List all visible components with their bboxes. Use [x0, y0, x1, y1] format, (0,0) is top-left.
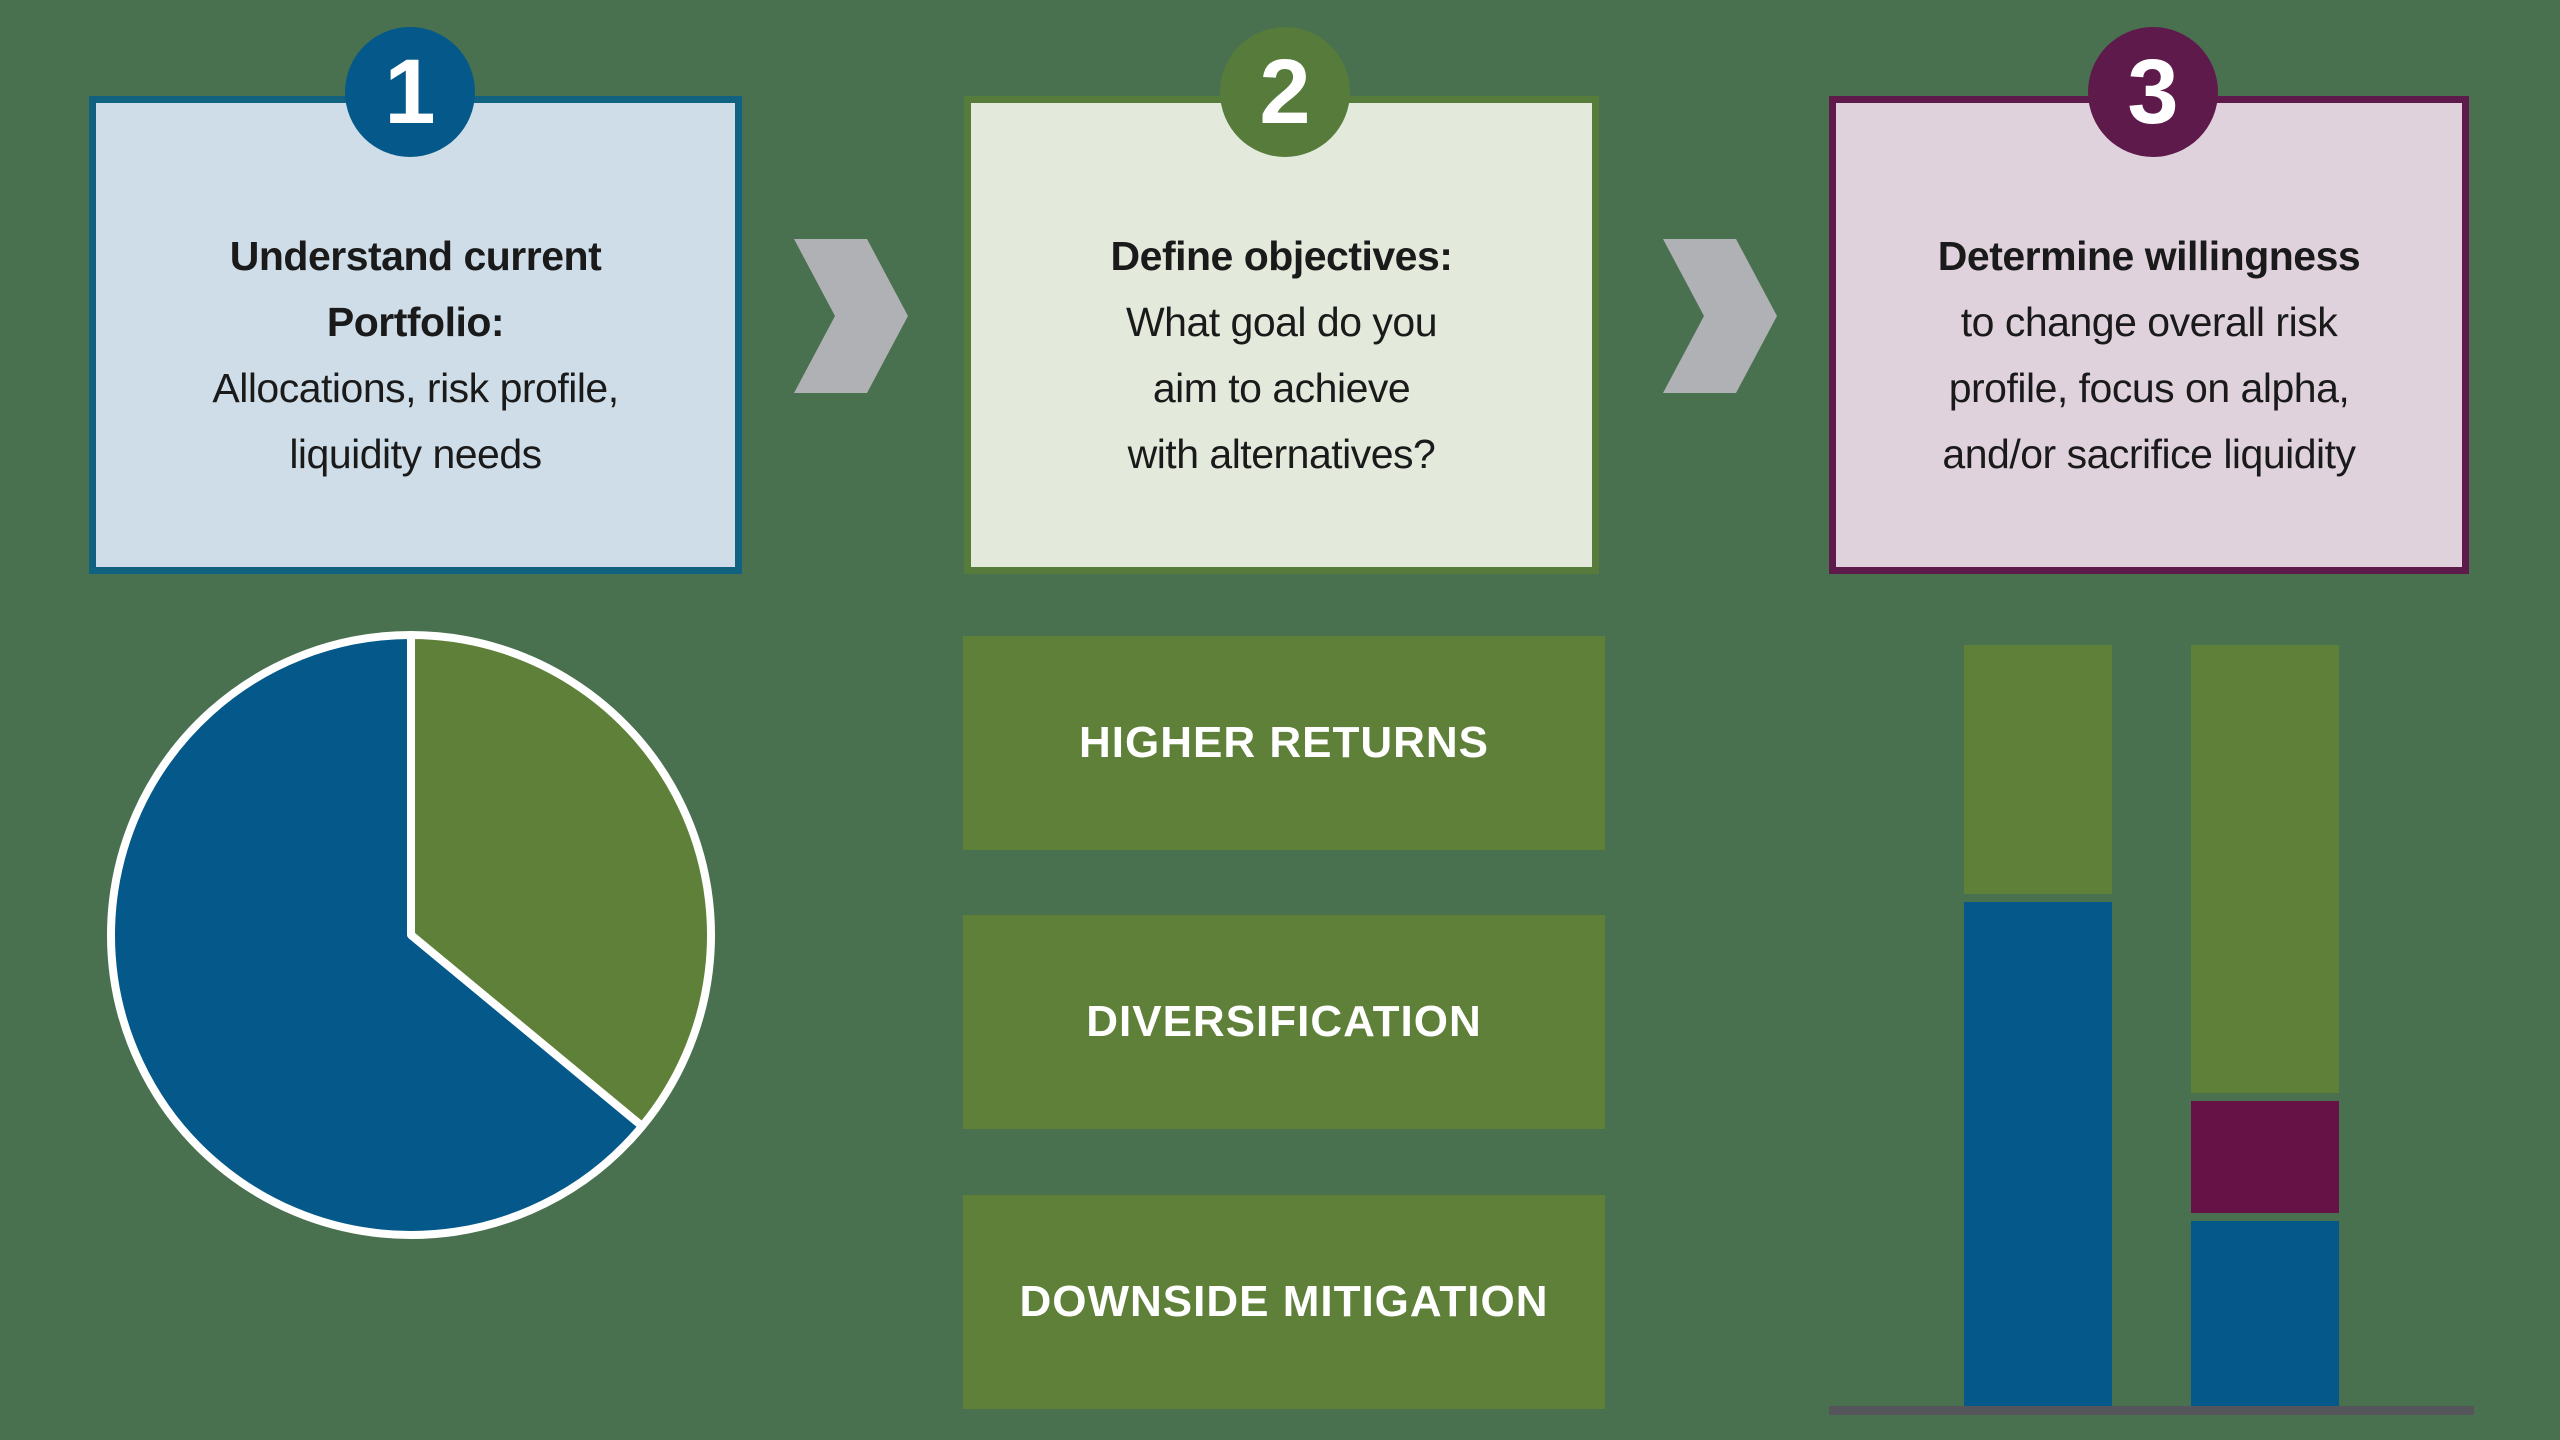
- step-2-title-line: Define objectives:: [1110, 233, 1453, 279]
- objective-label: HIGHER RETURNS: [1078, 718, 1490, 767]
- objective-diversification: DIVERSIFICATION: [963, 915, 1605, 1129]
- step-2-body-line-3: with alternatives?: [1127, 431, 1436, 477]
- portfolio-pie-chart: [95, 619, 727, 1251]
- step-1-title-line-1: Understand current: [229, 233, 602, 279]
- step-2-card: Define objectives: What goal do you aim …: [964, 96, 1599, 574]
- bar-segment-green: [2191, 645, 2339, 1094]
- step-2-body-line-2: aim to achieve: [1152, 365, 1411, 411]
- step-3-title-line: Determine willingness: [1937, 233, 2361, 279]
- step-1-body-line-2: liquidity needs: [289, 431, 542, 477]
- objective-downside-mitigation: DOWNSIDE MITIGATION: [963, 1195, 1605, 1409]
- step-1-number: 1: [384, 40, 436, 143]
- step-1-number-badge: 1: [345, 27, 475, 157]
- step-3-body-line-2: profile, focus on alpha,: [1948, 365, 2350, 411]
- bar-segment-green: [1964, 645, 2112, 895]
- stacked-bar-with-alternatives: [2191, 645, 2339, 1408]
- step-3-number: 3: [2127, 40, 2179, 143]
- step-1-text: Understand current Portfolio: Allocation…: [212, 223, 619, 487]
- objective-higher-returns: HIGHER RETURNS: [963, 636, 1605, 850]
- step-2-number-badge: 2: [1220, 27, 1350, 157]
- step-1-title-line-2: Portfolio:: [326, 299, 505, 345]
- step-3-number-badge: 3: [2088, 27, 2218, 157]
- step-1-body-line-1: Allocations, risk profile,: [212, 365, 619, 411]
- step-1-card: Understand current Portfolio: Allocation…: [89, 96, 742, 574]
- step-3-body-line-1: to change overall risk: [1960, 299, 2338, 345]
- step-3-card: Determine willingness to change overall …: [1829, 96, 2469, 574]
- objective-label: DOWNSIDE MITIGATION: [1019, 1277, 1549, 1326]
- step-2-number: 2: [1259, 40, 1311, 143]
- bar-chart-axis: [1829, 1406, 2474, 1415]
- bar-segment-blue: [2191, 1221, 2339, 1408]
- stacked-bar-current: [1964, 645, 2112, 1408]
- step-2-text: Define objectives: What goal do you aim …: [1111, 223, 1453, 487]
- step-3-text: Determine willingness to change overall …: [1937, 223, 2361, 487]
- chevron-right-icon: [1663, 239, 1777, 393]
- chevron-right-icon: [794, 239, 908, 393]
- step-3-body-line-3: and/or sacrifice liquidity: [1942, 431, 2356, 477]
- step-2-body-line-1: What goal do you: [1125, 299, 1438, 345]
- bar-segment-blue: [1964, 902, 2112, 1408]
- objective-label: DIVERSIFICATION: [1086, 997, 1482, 1046]
- bar-segment-maroon: [2191, 1101, 2339, 1214]
